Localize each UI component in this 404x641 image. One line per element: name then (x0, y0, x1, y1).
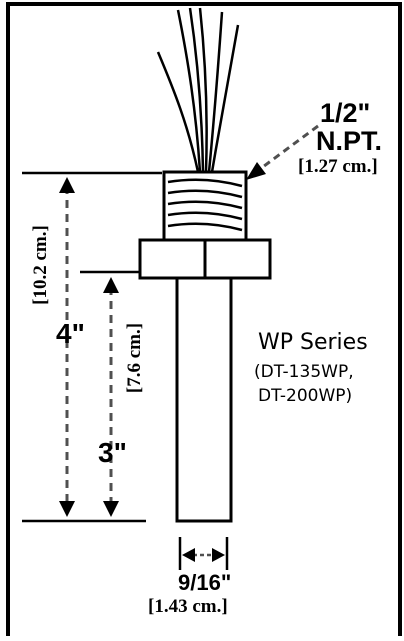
probe-length-dimension (103, 277, 119, 517)
diameter-dimension (178, 537, 229, 570)
lead-wires (156, 7, 240, 173)
overall-length-label: 4" (56, 318, 85, 349)
probe-shaft (175, 276, 233, 523)
diameter-label: 9/16" (178, 570, 232, 595)
probe-length-metric-label: [7.6 cm.] (124, 322, 145, 394)
series-models-line1: (DT-135WP, (254, 362, 354, 382)
overall-length-metric-label: [10.2 cm.] (30, 225, 51, 305)
series-models-line2: DT-200WP) (258, 386, 353, 406)
hex-nut (138, 238, 272, 280)
series-name: WP Series (258, 330, 368, 355)
overall-length-dimension (59, 177, 75, 517)
reference-lines (22, 171, 162, 523)
thread-pointer (246, 124, 319, 180)
diameter-metric-label: [1.43 cm.] (148, 596, 228, 617)
threaded-fitting (162, 170, 248, 242)
probe-length-label: 3" (98, 437, 127, 468)
page-border (6, 2, 402, 641)
thread-metric-label: [1.27 cm.] (298, 156, 378, 177)
thread-type-label: N.PT. (316, 126, 383, 156)
thread-size-label: 1/2" (320, 98, 371, 128)
